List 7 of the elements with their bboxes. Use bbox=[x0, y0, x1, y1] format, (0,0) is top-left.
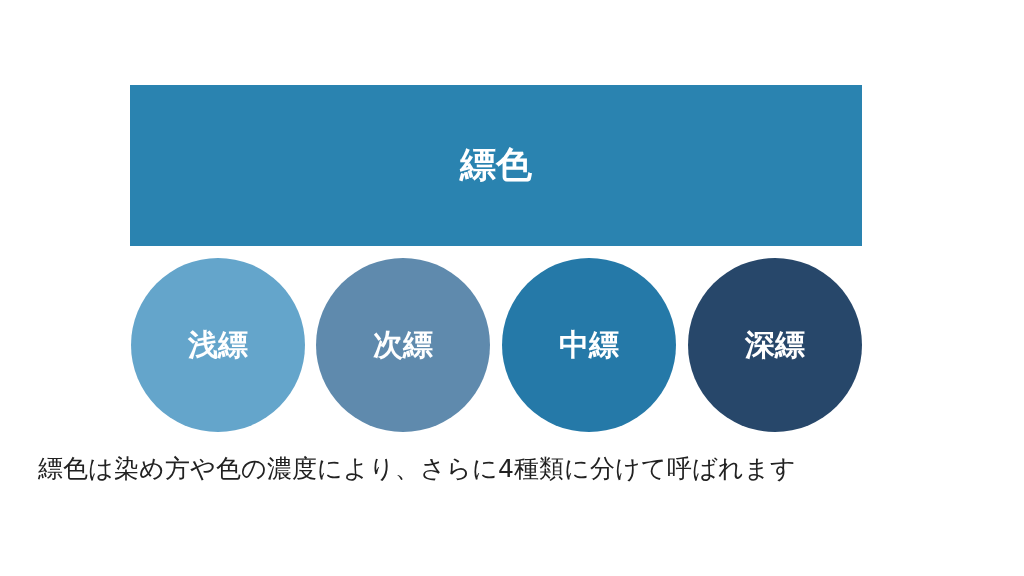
node-label: 深縹 bbox=[745, 325, 805, 364]
node-label: 次縹 bbox=[373, 325, 433, 364]
banner-box bbox=[130, 85, 862, 246]
node-label: 縹色 bbox=[460, 143, 532, 187]
node-label: 浅縹 bbox=[188, 325, 248, 364]
caption: 縹色は染め方や色の濃度により、さらに4種類に分けて呼ばれます bbox=[38, 453, 796, 485]
node-label: 中縹 bbox=[559, 325, 619, 364]
